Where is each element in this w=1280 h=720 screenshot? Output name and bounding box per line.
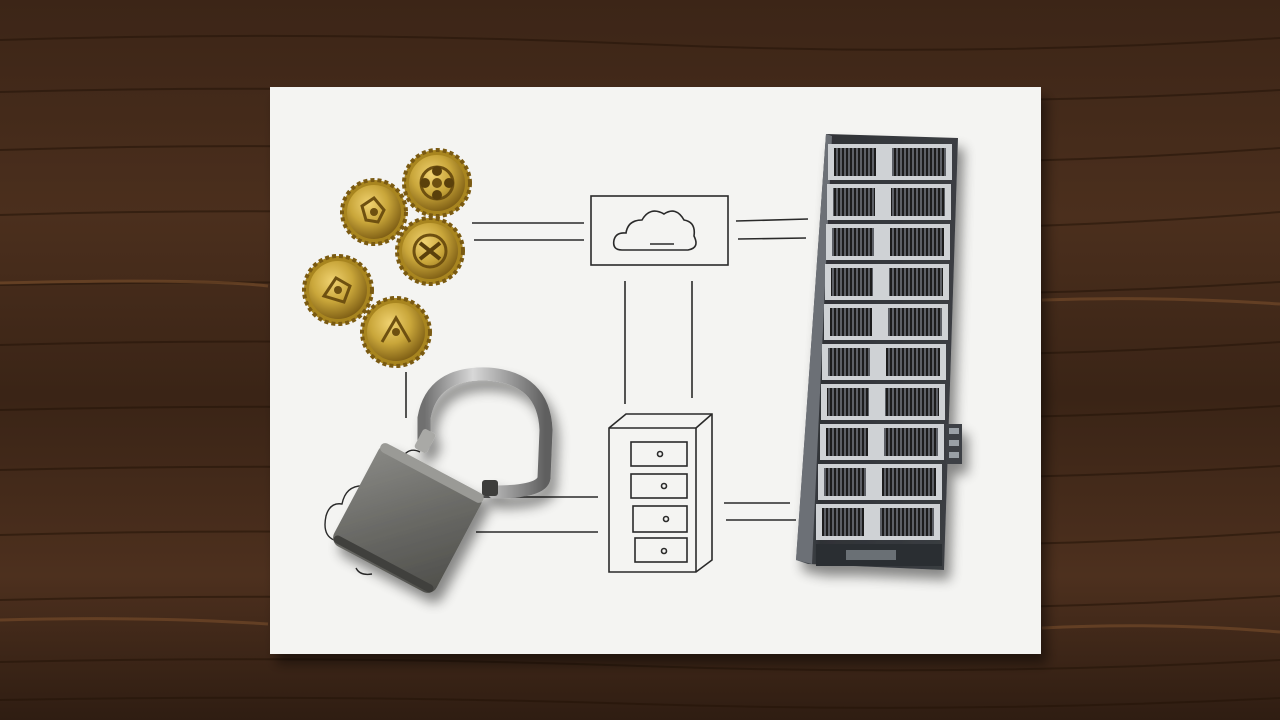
server-rack-icon	[796, 134, 962, 570]
gear-icon	[395, 216, 465, 286]
gear-icon	[360, 296, 432, 368]
padlock	[333, 367, 553, 593]
gear-icon	[302, 254, 374, 326]
file-cabinet-icon	[608, 413, 713, 573]
cloud-icon	[612, 210, 697, 251]
padlock-icon	[333, 367, 553, 593]
cloud-box	[590, 195, 729, 266]
gear-icon	[340, 178, 408, 246]
gear-icon	[402, 148, 472, 218]
gears	[302, 148, 472, 368]
file-cabinet	[608, 413, 713, 573]
server-rack	[796, 134, 962, 570]
